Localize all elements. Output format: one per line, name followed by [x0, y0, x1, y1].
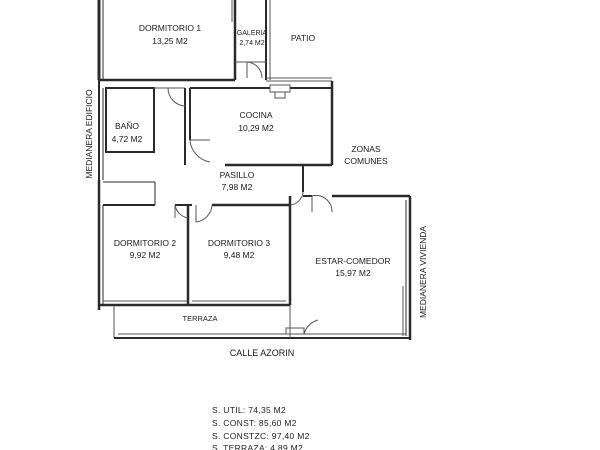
pasillo-area: 7,98 M2: [222, 182, 253, 192]
summary-util: S. UTIL: 74,35 M2: [212, 405, 287, 415]
summary-terraza: S. TERRAZA: 4,89 M2: [212, 443, 304, 450]
estar-name: ESTAR-COMEDOR: [316, 256, 391, 266]
dormitorio1-name: DORMITORIO 1: [139, 23, 201, 33]
door-swings: [167, 61, 333, 335]
dormitorio3-area: 9,48 M2: [224, 250, 255, 260]
dormitorio1-area: 13,25 M2: [152, 36, 188, 46]
summary-const: S. CONST: 85,60 M2: [212, 418, 297, 428]
estar-area: 15,97 M2: [335, 268, 371, 278]
bano-area: 4,72 M2: [112, 134, 143, 144]
street-label: CALLE AZORIN: [230, 348, 295, 358]
galeria-area: 2,74 M2: [239, 40, 264, 47]
summary-constzc: S. CONSTZC: 97,40 M2: [212, 431, 310, 441]
cocina-area: 10,29 M2: [238, 123, 274, 133]
dormitorio2-name: DORMITORIO 2: [114, 238, 176, 248]
medianera-vivienda-label: MEDIANERA VIVIENDA: [418, 226, 428, 318]
patio-label: PATIO: [291, 33, 316, 43]
dormitorio3-name: DORMITORIO 3: [208, 238, 270, 248]
bano-name: BAÑO: [115, 121, 139, 131]
pasillo-name: PASILLO: [220, 170, 255, 180]
dormitorio2-area: 9,92 M2: [130, 250, 161, 260]
medianera-edificio-label: MEDIANERA EDIFICIO: [84, 89, 94, 179]
outer-walls: [97, 0, 412, 340]
zonas-line2: COMUNES: [344, 156, 388, 166]
cocina-name: COCINA: [239, 110, 272, 120]
galeria-name: GALERIA: [237, 30, 268, 37]
side-labels: MEDIANERA EDIFICIO MEDIANERA VIVIENDA CA…: [84, 89, 428, 358]
terraza-label: TERRAZA: [182, 314, 217, 323]
zonas-line1: ZONAS: [351, 144, 381, 154]
room-labels: DORMITORIO 1 13,25 M2 GALERIA 2,74 M2 PA…: [112, 23, 391, 323]
